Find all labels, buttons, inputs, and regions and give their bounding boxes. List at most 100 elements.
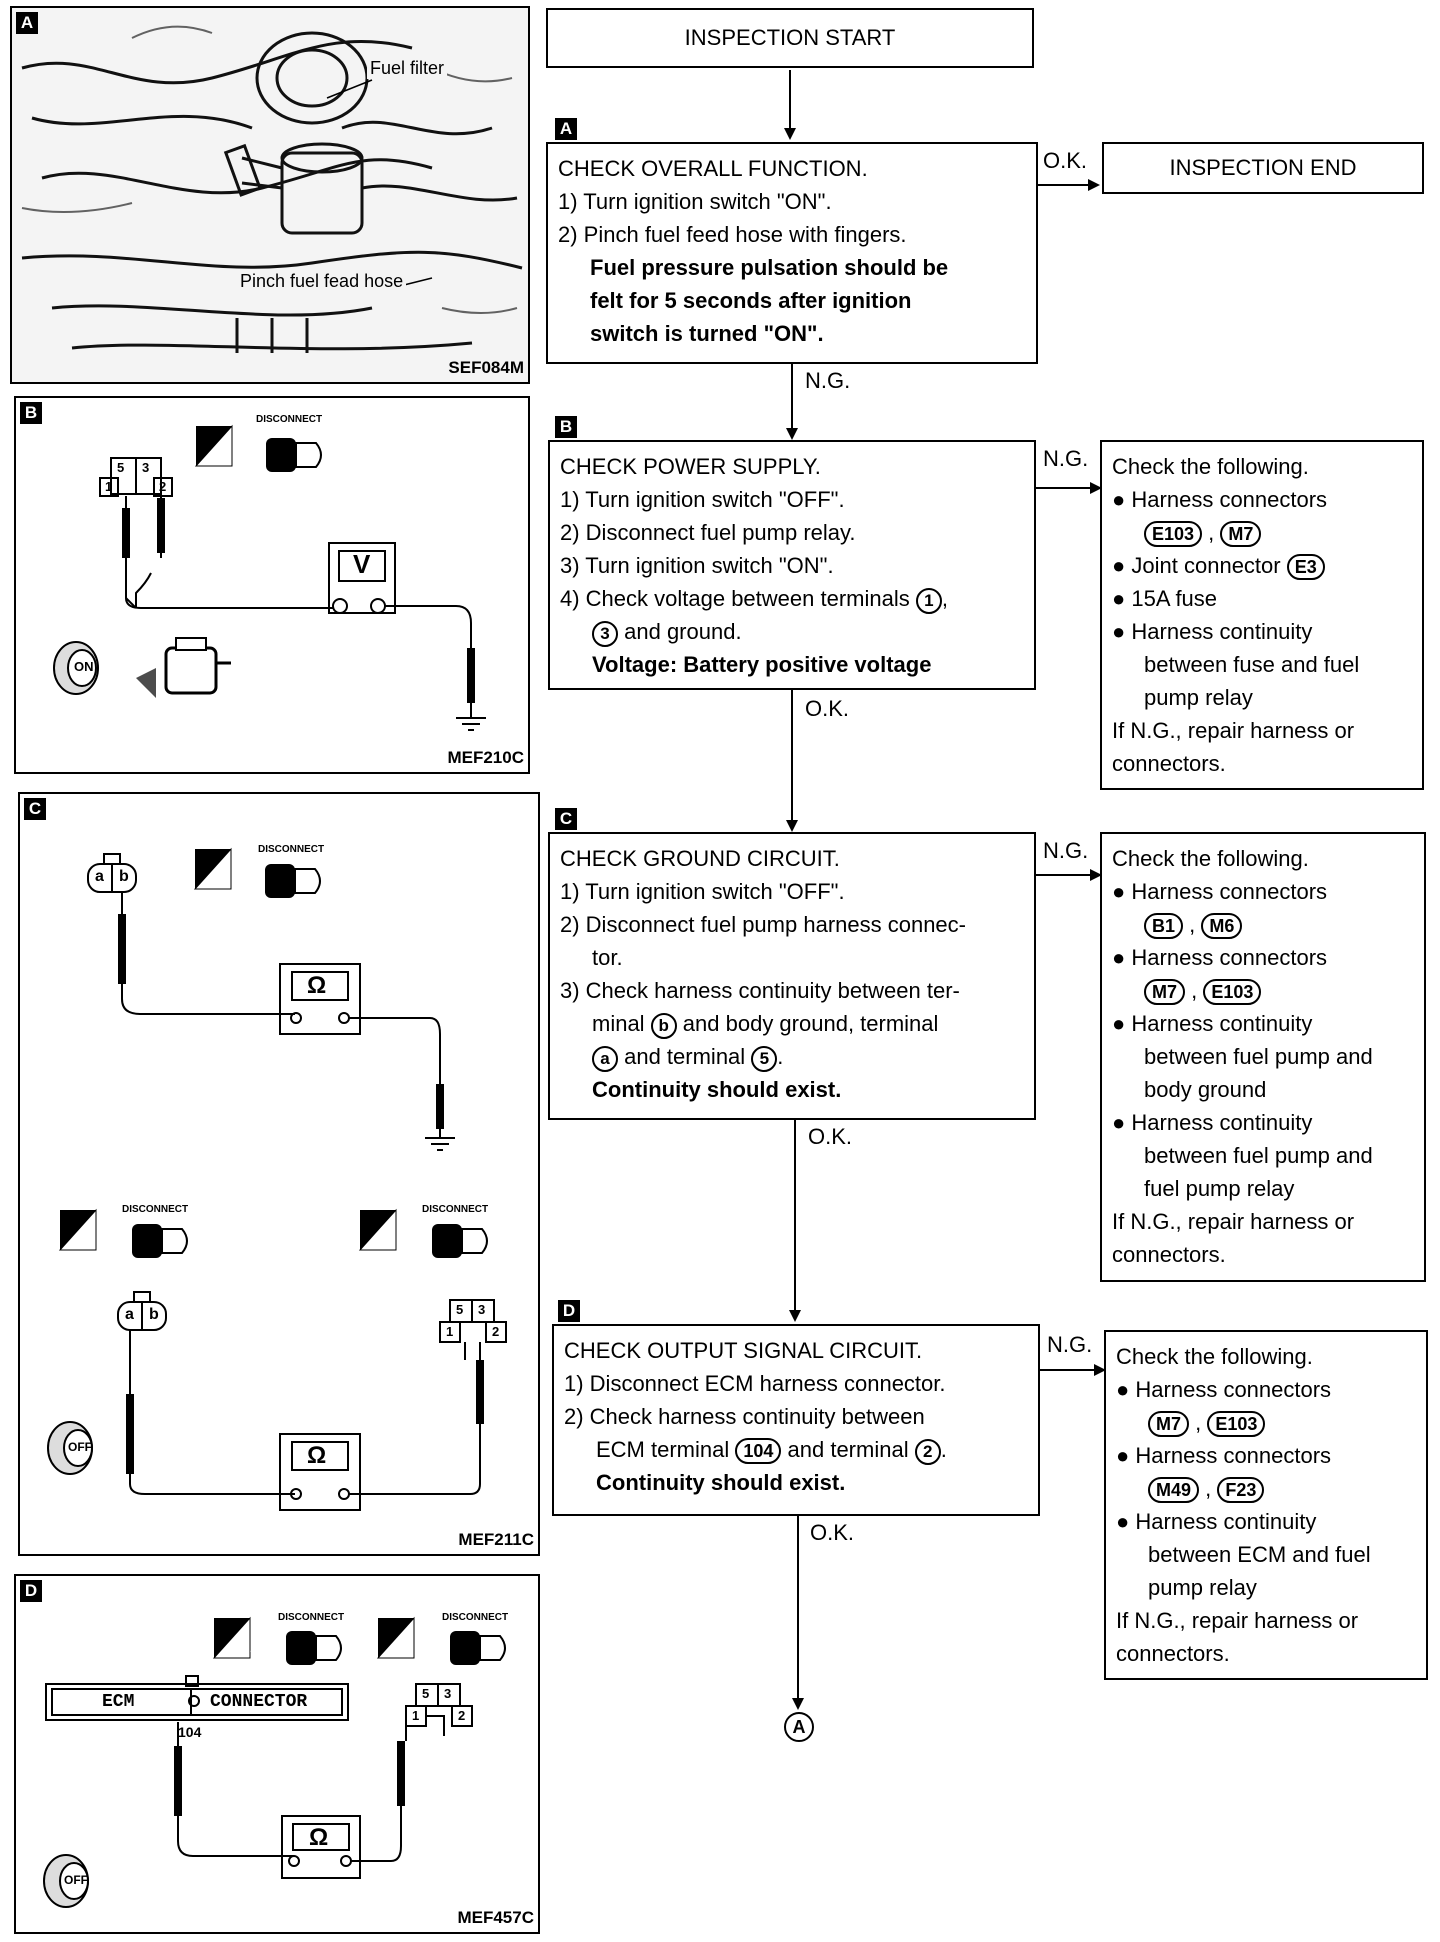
terminal-b-marker: b bbox=[650, 1013, 677, 1039]
ng-c-item-4-cont2: fuel pump relay bbox=[1144, 1176, 1295, 1201]
step-d-line-3: ECM terminal 104 and terminal 2. bbox=[564, 1433, 1028, 1466]
step-c-title: CHECK GROUND CIRCUIT. bbox=[560, 846, 840, 871]
panel-d-code: MEF457C bbox=[457, 1908, 534, 1927]
separator: , bbox=[1189, 912, 1196, 937]
disconnect-label: DISCONNECT bbox=[122, 1204, 189, 1215]
terminal-a-marker: a bbox=[592, 1046, 618, 1072]
ng-c-foot-1: If N.G., repair harness or bbox=[1112, 1209, 1355, 1234]
terminal-104-label: 104 bbox=[178, 1724, 202, 1740]
panel-a-tag: A bbox=[16, 12, 38, 34]
ts-label: T.S. bbox=[377, 1235, 396, 1247]
ng-label: N.G. bbox=[1043, 446, 1089, 471]
ts-label: T.S. bbox=[213, 450, 232, 462]
ng-d-item-3-cont2: pump relay bbox=[1148, 1575, 1257, 1600]
pin-5-label: 5 bbox=[117, 460, 125, 475]
connector-e103: E103 bbox=[1144, 521, 1203, 547]
step-c-line-6-text: and terminal bbox=[618, 1044, 752, 1069]
ohmmeter-label: Ω bbox=[307, 1442, 327, 1469]
step-d-line-2: 2) Check harness continuity between bbox=[564, 1404, 925, 1429]
pin-3-label: 3 bbox=[478, 1302, 486, 1317]
panel-a-code: SEF084M bbox=[448, 358, 524, 377]
ok-label: O.K. bbox=[1043, 148, 1088, 173]
pin-b-label: b bbox=[149, 1306, 159, 1323]
disconnect-label: DISCONNECT bbox=[422, 1204, 489, 1215]
step-b-line-5-text: and ground. bbox=[624, 619, 742, 644]
panel-b-tag: B bbox=[20, 402, 42, 424]
ng-b-connectors: E103 , M7 bbox=[1112, 516, 1412, 549]
ng-c-foot-2: connectors. bbox=[1112, 1242, 1226, 1267]
panel-c-illustration: C DISCONNECT DISCONNECT DISCONNECT T.S. … bbox=[18, 792, 540, 1556]
separator: , bbox=[1205, 1476, 1212, 1501]
step-b-line-5: 3 and ground. bbox=[560, 615, 1024, 648]
step-d-spec: Continuity should exist. bbox=[596, 1470, 846, 1495]
separator: , bbox=[1195, 1410, 1202, 1435]
ng-b-item-3: ● 15A fuse bbox=[1112, 586, 1218, 611]
pinch-hose-label: Pinch fuel fead hose bbox=[237, 271, 407, 292]
ng-d-connectors-2: M49 , F23 bbox=[1116, 1472, 1416, 1505]
step-d-title: CHECK OUTPUT SIGNAL CIRCUIT. bbox=[564, 1338, 923, 1363]
ng-c-item-2-text: Harness connectors bbox=[1131, 945, 1328, 970]
ng-d-item-3-text: Harness continuity bbox=[1135, 1509, 1317, 1534]
step-b-line-1: 1) Turn ignition switch "OFF". bbox=[560, 487, 845, 512]
separator: , bbox=[1208, 520, 1215, 545]
step-a-tag: A bbox=[555, 118, 577, 140]
step-b-spec: Voltage: Battery positive voltage bbox=[592, 652, 932, 677]
step-c-tag: C bbox=[555, 808, 577, 830]
ng-box-b: Check the following. ● Harness connector… bbox=[1100, 440, 1424, 790]
step-d-line-3-mid: and terminal bbox=[781, 1437, 915, 1462]
terminal-2-marker: 2 bbox=[914, 1439, 941, 1465]
inspection-start-box: INSPECTION START bbox=[546, 8, 1034, 68]
step-c-line-4: 3) Check harness continuity between ter- bbox=[560, 978, 960, 1003]
connector-e103: E103 bbox=[1203, 979, 1262, 1005]
step-c-line-5: minal b and body ground, terminal bbox=[560, 1007, 1024, 1040]
voltage-check-drawing bbox=[53, 424, 486, 731]
key-off-label: OFF bbox=[64, 1873, 88, 1887]
ts-label: T.S. bbox=[212, 874, 231, 886]
connector-m7: M7 bbox=[1144, 979, 1186, 1005]
continue-marker-a: A bbox=[784, 1712, 814, 1742]
step-b-box: CHECK POWER SUPPLY. 1) Turn ignition swi… bbox=[548, 440, 1036, 690]
connector-f23: F23 bbox=[1217, 1477, 1265, 1503]
connector-m49: M49 bbox=[1148, 1477, 1200, 1503]
step-a-spec-2: felt for 5 seconds after ignition bbox=[590, 288, 912, 313]
separator: , bbox=[1191, 978, 1198, 1003]
ok-label: O.K. bbox=[808, 1124, 853, 1149]
ng-b-item-1: ● Harness connectors bbox=[1112, 487, 1328, 512]
ng-b-item-4-text: Harness continuity bbox=[1131, 619, 1313, 644]
panel-a-illustration: A Fuel filter Pinch fuel fead hose SEF08… bbox=[10, 6, 530, 384]
pin-2-label: 2 bbox=[492, 1324, 500, 1339]
step-b-line-4: 4) Check voltage between terminals 1, bbox=[560, 582, 1024, 615]
ng-b-head: Check the following. bbox=[1112, 454, 1309, 479]
disconnect-label: DISCONNECT bbox=[258, 844, 325, 855]
ng-d-connectors-1: M7 , E103 bbox=[1116, 1406, 1416, 1439]
connector-m6: M6 bbox=[1201, 913, 1243, 939]
ok-label: O.K. bbox=[810, 1520, 855, 1545]
ng-c-item-3: ● Harness continuity bbox=[1112, 1011, 1313, 1036]
ng-box-d: Check the following. ● Harness connector… bbox=[1104, 1330, 1428, 1680]
ng-b-item-2: ● Joint connector E3 bbox=[1112, 549, 1412, 582]
ng-d-foot-1: If N.G., repair harness or bbox=[1116, 1608, 1359, 1633]
period: . bbox=[940, 1437, 947, 1462]
pin-5-label: 5 bbox=[422, 1686, 430, 1701]
ng-b-foot-2: connectors. bbox=[1112, 751, 1226, 776]
step-c-line-5-text: minal bbox=[592, 1011, 651, 1036]
period: . bbox=[777, 1044, 784, 1069]
ecm-label: ECM bbox=[102, 1692, 135, 1712]
ng-c-item-3-text: Harness continuity bbox=[1131, 1011, 1313, 1036]
ng-c-item-1: ● Harness connectors bbox=[1112, 879, 1328, 904]
ng-label: N.G. bbox=[1043, 838, 1089, 863]
ok-label: O.K. bbox=[805, 696, 850, 721]
disconnect-label: DISCONNECT bbox=[278, 1612, 345, 1623]
key-on-label: ON bbox=[74, 659, 94, 674]
step-b-title: CHECK POWER SUPPLY. bbox=[560, 454, 821, 479]
step-a-spec-1: Fuel pressure pulsation should be bbox=[590, 255, 949, 280]
ng-b-item-4: ● Harness continuity bbox=[1112, 619, 1313, 644]
ng-c-item-1-text: Harness connectors bbox=[1131, 879, 1328, 904]
pin-1-label: 1 bbox=[105, 479, 113, 494]
ng-label: N.G. bbox=[1047, 1332, 1093, 1357]
step-c-line-6: a and terminal 5. bbox=[560, 1040, 1024, 1073]
output-signal-drawing bbox=[43, 1616, 506, 1908]
ground-circuit-drawing bbox=[47, 847, 507, 1511]
pin-a-label: a bbox=[95, 868, 104, 885]
ng-c-item-2: ● Harness connectors bbox=[1112, 945, 1328, 970]
